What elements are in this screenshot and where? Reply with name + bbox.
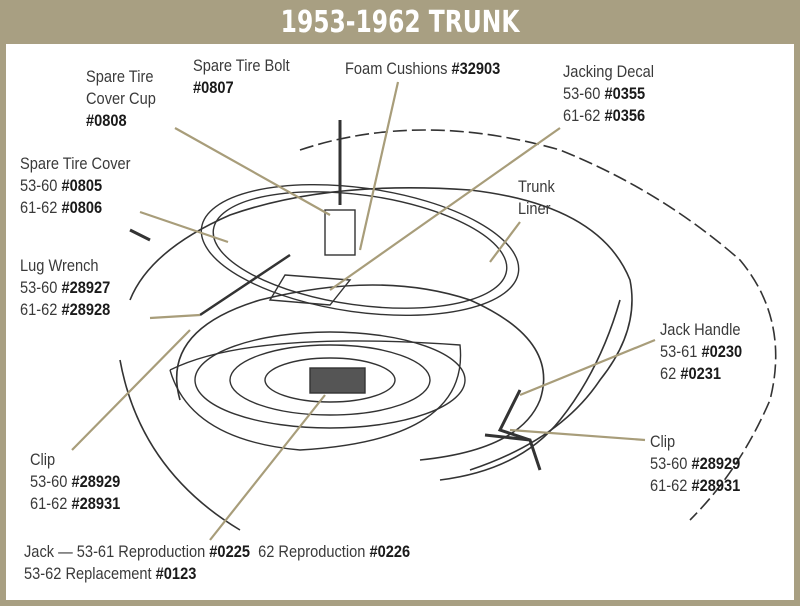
part-number: #0808: [86, 111, 127, 130]
callout-trunk-liner: Trunk Liner: [518, 176, 555, 220]
jacking-decal: [268, 274, 352, 306]
part-number: #0225: [209, 542, 250, 561]
jack-well: [129, 228, 542, 471]
part-number: #0226: [369, 542, 411, 561]
label-text: Spare Tire Cover: [20, 154, 131, 173]
label-text: Liner: [518, 199, 551, 218]
label-text: Jack Handle: [660, 320, 741, 339]
callout-foam: Foam Cushions #32903: [345, 58, 500, 80]
part-number: #0123: [155, 564, 197, 583]
spare-tire: [200, 120, 520, 317]
callout-jack-handle: Jack Handle 53-61 #0230 62 #0231: [660, 319, 742, 385]
label-text: Cover Cup: [86, 89, 156, 108]
year-range: 62: [660, 364, 677, 383]
lug-wrench: [199, 253, 291, 317]
part-number: #0230: [701, 342, 743, 361]
cover-cup: [324, 209, 356, 256]
part-number: #0805: [61, 176, 103, 195]
year-range: 53-60: [20, 278, 58, 297]
diagram-panel: [6, 44, 794, 600]
part-number: #28929: [71, 472, 121, 491]
year-range: 53-60: [563, 84, 601, 103]
year-range: 61-62: [650, 476, 688, 495]
label-text: Jack — 53-61 Reproduction: [24, 542, 206, 561]
part-number: #0231: [680, 364, 722, 383]
label-text: Lug Wrench: [20, 256, 99, 275]
label-text: Foam Cushions: [345, 59, 448, 78]
year-range: 53-60: [30, 472, 68, 491]
year-range: 53-60: [650, 454, 688, 473]
title-bar: 1953-1962 TRUNK: [0, 0, 800, 44]
callout-jack: Jack — 53-61 Reproduction #0225 62 Repro…: [24, 541, 410, 585]
label-text: Clip: [650, 432, 676, 451]
part-number: #28929: [691, 454, 741, 473]
label-text: 62 Reproduction: [258, 542, 366, 561]
label-text: Jacking Decal: [563, 62, 655, 81]
year-range: 61-62: [563, 106, 601, 125]
year-range: 61-62: [20, 300, 58, 319]
callout-bolt: Spare Tire Bolt #0807: [193, 55, 290, 99]
callout-tire-cover: Spare Tire Cover 53-60 #0805 61-62 #0806: [20, 153, 131, 219]
callout-jacking-decal: Jacking Decal 53-60 #0355 61-62 #0356: [563, 61, 654, 127]
part-number: #28931: [691, 476, 741, 495]
part-number: #28927: [61, 278, 111, 297]
diagram-title: 1953-1962 TRUNK: [280, 4, 520, 40]
year-range: 61-62: [20, 198, 58, 217]
part-number: #0807: [193, 78, 234, 97]
part-number: #28928: [61, 300, 111, 319]
callout-clip-right: Clip 53-60 #28929 61-62 #28931: [650, 431, 740, 497]
year-range: 61-62: [30, 494, 68, 513]
callout-clip-left: Clip 53-60 #28929 61-62 #28931: [30, 449, 120, 515]
jack-handle: [497, 389, 531, 442]
year-range: 53-60: [20, 176, 58, 195]
part-number: #28931: [71, 494, 121, 513]
callout-lug-wrench: Lug Wrench 53-60 #28927 61-62 #28928: [20, 255, 110, 321]
label-text: Trunk: [518, 177, 555, 196]
year-range: 53-61: [660, 342, 698, 361]
label-text: Spare Tire: [86, 67, 154, 86]
label-text: 53-62 Replacement: [24, 564, 152, 583]
callout-cover-cup: Spare Tire Cover Cup #0808: [86, 66, 156, 132]
label-text: Clip: [30, 450, 56, 469]
part-number: #32903: [451, 59, 501, 78]
jack: [309, 367, 366, 394]
part-number: #0355: [604, 84, 646, 103]
label-text: Spare Tire Bolt: [193, 56, 290, 75]
leader-lines: [71, 81, 656, 541]
part-number: #0806: [61, 198, 103, 217]
part-number: #0356: [604, 106, 646, 125]
